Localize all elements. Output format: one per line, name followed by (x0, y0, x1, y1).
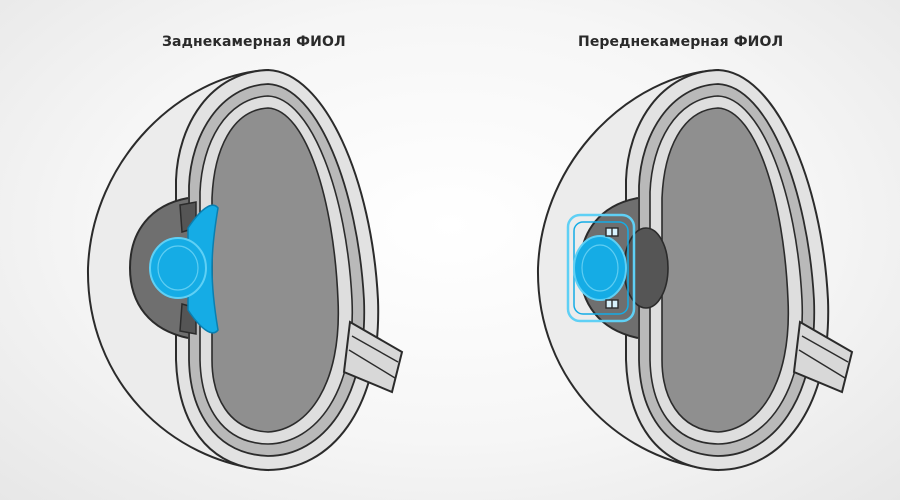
vitreous-body (661, 107, 790, 433)
posterior-chamber-iol-caption: Заднекамерная ФИОЛ (162, 34, 346, 50)
vitreous-body (211, 107, 340, 433)
posterior-chamber-eye-diagram (86, 68, 404, 472)
natural-lens (623, 227, 669, 309)
anterior-chamber-eye-diagram (536, 68, 854, 472)
anterior-iol-frame (566, 213, 636, 323)
anterior-iol-haptics (605, 227, 619, 309)
anterior-chamber-iol-caption: Переднекамерная ФИОЛ (578, 34, 784, 50)
